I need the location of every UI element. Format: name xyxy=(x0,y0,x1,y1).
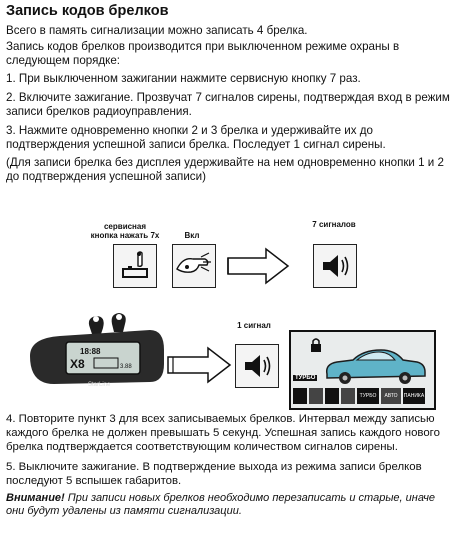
ignition-label: Вкл xyxy=(184,231,200,240)
service-button-icon xyxy=(122,251,148,278)
key-fob-icon: 18:88 X8 3.88 StarLine xyxy=(30,313,164,388)
one-signal-label: 1 сигнал xyxy=(237,321,271,330)
display-panel: ТУРБО ТУРБО АВТО ПАНИКА xyxy=(289,330,436,410)
status-icon xyxy=(309,388,323,404)
step-1: 1. При выключенном зажигании нажмите сер… xyxy=(6,72,361,85)
seven-signals-label: 7 сигналов xyxy=(312,220,356,229)
note: (Для записи брелка без дисплея удерживай… xyxy=(6,156,444,183)
turbo-icon: ТУРБО xyxy=(357,388,379,404)
service-button-box xyxy=(113,244,157,288)
car-badge: ТУРБО xyxy=(293,375,318,381)
siren-icon xyxy=(323,255,349,277)
fob-time: 18:88 xyxy=(80,347,101,356)
warning-block: Внимание! При записи новых брелков необх… xyxy=(6,492,456,518)
step-5: 5. Выключите зажигание. В подтверждение … xyxy=(6,461,422,487)
intro-line-1: Всего в память сигнализации можно записа… xyxy=(6,24,308,37)
siren-box-7 xyxy=(313,244,357,288)
status-icon-row: ТУРБО АВТО ПАНИКА xyxy=(293,388,430,404)
status-icon xyxy=(293,388,307,404)
intro-line-2: Запись кодов брелков производится при вы… xyxy=(6,40,400,67)
lock-icon xyxy=(311,338,321,352)
ignition-box xyxy=(172,244,216,288)
auto-icon: АВТО xyxy=(381,388,401,404)
fob-letter: X8 xyxy=(70,357,85,371)
step-4: 4. Повторите пункт 3 для всех записываем… xyxy=(6,413,440,453)
warning-label: Внимание! xyxy=(6,492,65,504)
step-3: 3. Нажмите одновременно кнопки 2 и 3 бре… xyxy=(6,124,386,151)
warning-text: При записи новых брелков необходимо пере… xyxy=(6,492,436,517)
car-icon xyxy=(325,349,426,384)
siren-box-1 xyxy=(235,344,279,388)
siren-icon xyxy=(245,355,271,377)
arrow-right-icon xyxy=(227,247,290,285)
panic-icon: ПАНИКА xyxy=(403,388,425,404)
status-icon xyxy=(325,388,339,404)
arrow-right-icon xyxy=(167,346,232,384)
status-icon xyxy=(341,388,355,404)
fob-lower: 3.88 xyxy=(120,364,132,370)
page-title: Запись кодов брелков xyxy=(6,3,169,19)
service-button-label: сервисная кнопка нажать 7х xyxy=(90,222,160,240)
fob-brand: StarLine xyxy=(88,382,111,388)
step-2: 2. Включите зажигание. Прозвучат 7 сигна… xyxy=(6,91,450,118)
ignition-key-icon xyxy=(176,252,211,273)
